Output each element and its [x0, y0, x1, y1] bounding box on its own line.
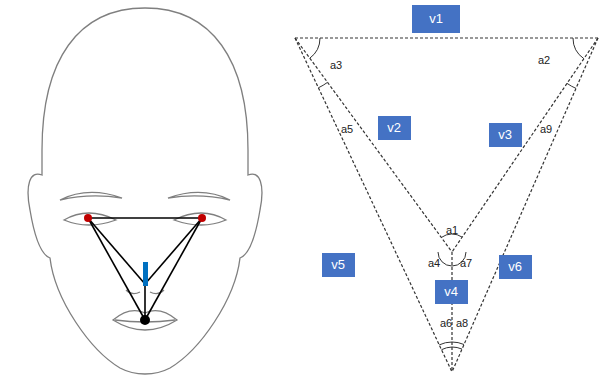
variable-box: v4: [435, 280, 468, 304]
angle-label: a7: [460, 258, 472, 269]
angle-label: a4: [428, 258, 440, 269]
triangle-lines: [295, 38, 598, 372]
variable-name: v5: [331, 258, 345, 272]
nose-marker: [143, 262, 148, 286]
variable-box: v5: [322, 253, 355, 277]
variable-box: v6: [499, 255, 532, 279]
angle-label: a5: [341, 124, 353, 135]
variable-name: v6: [508, 260, 522, 274]
angle-label: a3: [330, 60, 342, 71]
variable-name: v3: [498, 128, 512, 142]
face-outline: [28, 8, 262, 374]
variable-box: v1: [412, 5, 460, 33]
eye-point: [84, 214, 92, 222]
variable-name: v2: [387, 121, 401, 135]
eye-point: [198, 214, 206, 222]
variable-box: v3: [489, 123, 522, 147]
angle-label: a2: [538, 55, 550, 66]
mouth-point: [140, 315, 150, 325]
angle-label: a8: [456, 318, 468, 329]
variable-name: v4: [444, 285, 458, 299]
variable-box: v2: [378, 116, 411, 140]
angle-label: a6: [440, 318, 452, 329]
angle-label: a1: [446, 225, 458, 236]
angle-arcs: [310, 38, 584, 350]
variable-name: v1: [429, 12, 443, 26]
face-triangle: [88, 218, 202, 320]
angle-label: a9: [540, 124, 552, 135]
